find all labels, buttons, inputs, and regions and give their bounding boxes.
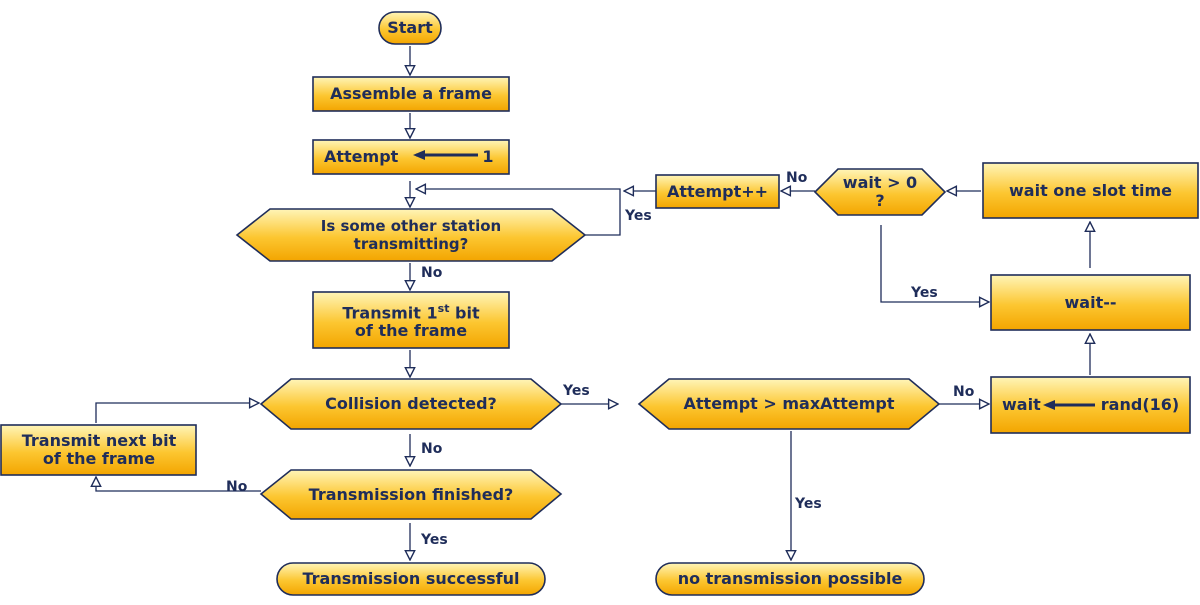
attempt-increment-box xyxy=(655,174,780,209)
wait-label: wait xyxy=(1002,395,1041,414)
transmit-next-bit-box xyxy=(0,424,197,476)
no-transmission-terminal xyxy=(655,562,925,596)
edge-label-yes-wait: Yes xyxy=(911,285,938,301)
wait-decrement-box xyxy=(990,274,1191,331)
edge-label-yes-max: Yes xyxy=(795,496,822,512)
wait-positive-decision xyxy=(813,168,947,216)
transmission-finished-decision xyxy=(259,469,563,520)
attempt-label: Attempt xyxy=(324,147,399,166)
wait-slot-box xyxy=(982,162,1199,219)
transmission-finished-label: Transmission finished? xyxy=(308,484,514,504)
wait-rand-box xyxy=(990,376,1191,434)
assemble-frame-box xyxy=(312,76,510,112)
assemble-frame-label: Assemble a frame xyxy=(330,84,492,103)
transmission-successful-label: Transmission successful xyxy=(302,569,520,588)
edge-label-no-wait: No xyxy=(786,170,808,186)
edge-label-no-collision: No xyxy=(421,441,443,457)
transmit-next-bit-label: Transmit next bit of the frame xyxy=(21,431,177,468)
edge-label-yes-station: Yes xyxy=(625,208,652,224)
edge-label-yes-finished: Yes xyxy=(421,532,448,548)
transmit-first-bit-label: Transmit 1st bit of the frame xyxy=(342,301,480,341)
wait-positive-label: wait > 0 ? xyxy=(842,173,918,210)
edge-label-yes-collision: Yes xyxy=(563,383,590,399)
start-label: Start xyxy=(387,18,433,37)
transmit-first-bit-box xyxy=(312,291,510,349)
attempt-increment-label: Attempt++ xyxy=(666,181,769,201)
no-transmission-label: no transmission possible xyxy=(677,569,903,588)
wait-decrement-label: wait-- xyxy=(1064,292,1117,312)
wait-rand-value: rand(16) xyxy=(1100,395,1180,414)
start-terminal xyxy=(378,11,442,45)
edge-label-no-finished: No xyxy=(226,479,248,495)
transmission-successful-terminal xyxy=(276,562,546,596)
edge-label-no-max: No xyxy=(953,384,975,400)
station-transmitting-label: Is some other station transmitting? xyxy=(320,217,502,253)
edge-label-no-station: No xyxy=(421,265,443,281)
wait-slot-label: wait one slot time xyxy=(1009,180,1172,200)
attempt-max-label: Attempt > maxAttempt xyxy=(683,394,895,413)
collision-label: Collision detected? xyxy=(325,394,497,413)
attempt-init-box xyxy=(312,139,510,175)
attempt-init-value: 1 xyxy=(482,147,494,166)
